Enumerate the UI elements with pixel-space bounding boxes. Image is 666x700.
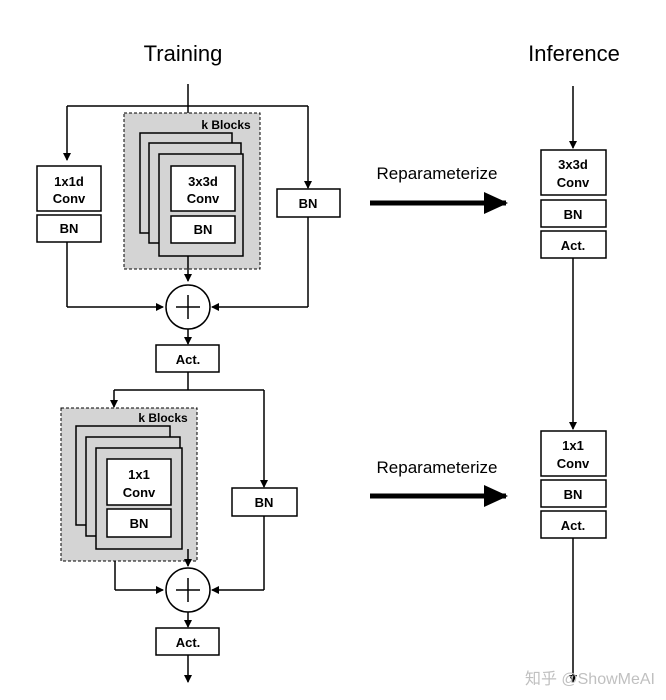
k-blocks-label: k Blocks: [201, 118, 251, 132]
conv-1x1d-box: [36, 165, 102, 212]
inf-conv-3x3d-box: [540, 149, 607, 196]
act-box-2: [155, 627, 220, 656]
reparameterize-arrow-1: Reparameterize: [370, 164, 508, 214]
inference-column: 3x3d Conv BN Act. 1x1 Conv BN Act.: [540, 86, 607, 683]
reparameterize-label-2: Reparameterize: [377, 458, 498, 477]
training-block-2: k Blocks 1x1 Conv BN BN Act.: [60, 372, 298, 683]
conv-3x3d-box: [170, 165, 236, 212]
branch-bn-box: [36, 214, 102, 243]
conv-1x1d-label-line1: 1x1d: [54, 174, 84, 189]
bn-label: BN: [194, 222, 213, 237]
conv-1x1d-label-line2: Conv: [53, 191, 86, 206]
conv-1x1-box: [106, 458, 172, 506]
act-box: [155, 344, 220, 373]
conv-3x3d-label-line1: 3x3d: [188, 174, 218, 189]
conv-1x1-label-line2: Conv: [123, 485, 156, 500]
conv-1x1-label-line1: 1x1: [128, 467, 150, 482]
inf-bn-box-2: [540, 479, 607, 508]
conv-3x3d-label-line2: Conv: [187, 191, 220, 206]
watermark-text: 知乎 @ShowMeAI: [525, 670, 655, 688]
act-label: Act.: [176, 352, 201, 367]
skip-bn-box: [276, 188, 341, 218]
inf-act-label: Act.: [561, 238, 586, 253]
inference-title: Inference: [528, 41, 620, 66]
act-label-2: Act.: [176, 635, 201, 650]
inf-act-label-2: Act.: [561, 518, 586, 533]
reparameterize-arrow-2: Reparameterize: [370, 458, 508, 507]
inf-conv-1x1-box: [540, 430, 607, 477]
training-block-1: k Blocks 3x3d Conv BN 1x1d Conv BN BN Ac…: [36, 84, 341, 373]
skip-bn-label-2: BN: [255, 495, 274, 510]
reparameterize-label-1: Reparameterize: [377, 164, 498, 183]
bn-box: [170, 215, 236, 244]
inf-bn-label: BN: [564, 207, 583, 222]
k-blocks-label-2: k Blocks: [138, 411, 188, 425]
skip-bn-label: BN: [299, 196, 318, 211]
inf-act-box: [540, 230, 607, 259]
training-title: Training: [144, 41, 223, 66]
inf-bn-label-2: BN: [564, 487, 583, 502]
bn-label-2: BN: [130, 516, 149, 531]
inf-conv-3x3d-label-line2: Conv: [557, 175, 590, 190]
inf-conv-1x1-label-line2: Conv: [557, 456, 590, 471]
bn-box-2: [106, 508, 172, 538]
inf-conv-3x3d-label-line1: 3x3d: [558, 157, 588, 172]
branch-bn-label: BN: [60, 221, 79, 236]
inf-bn-box: [540, 199, 607, 228]
inf-conv-1x1-label-line1: 1x1: [562, 438, 584, 453]
